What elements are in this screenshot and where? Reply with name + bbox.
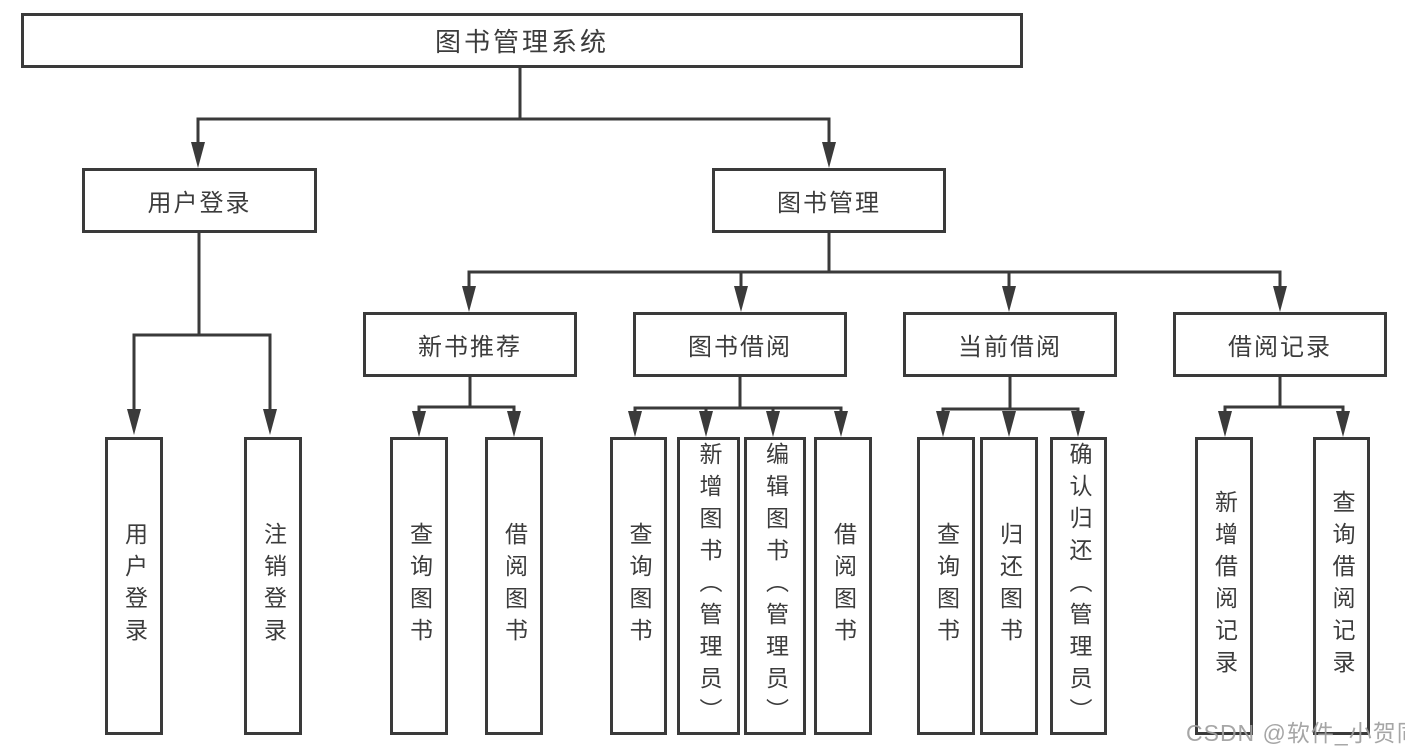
node-label: 归还图书 [996, 522, 1023, 650]
leaf-add-borrow-record: 新增借阅记录 [1195, 437, 1253, 735]
leaf-query-books-current: 查询图书 [917, 437, 975, 735]
leaf-return-books: 归还图书 [980, 437, 1038, 735]
connector-new-books-to-leaves [412, 377, 521, 437]
node-user-login: 用户登录 [82, 168, 317, 233]
arrowhead [1002, 411, 1016, 437]
leaf-logout: 注销登录 [244, 437, 302, 735]
connector-book-mgmt-to-level3 [462, 233, 1287, 312]
node-current-borrow: 当前借阅 [903, 312, 1117, 377]
arrowhead [1071, 411, 1085, 437]
arrowhead [263, 409, 277, 435]
node-label: 查询图书 [406, 522, 433, 650]
node-new-book-recommend: 新书推荐 [363, 312, 577, 377]
leaf-query-books-borrow: 查询图书 [610, 437, 667, 735]
connector-root-to-level2 [191, 68, 836, 168]
arrowhead [1002, 286, 1016, 312]
connector-borrow-records-to-leaves [1218, 377, 1350, 437]
csdn-watermark: CSDN @软件_小贺同学 [1186, 720, 1405, 746]
arrowhead [1218, 411, 1232, 437]
arrowhead [699, 411, 713, 437]
arrowhead [191, 142, 205, 168]
node-label: 查询图书 [933, 522, 960, 650]
node-label: 图书管理 [777, 190, 881, 217]
node-label: 注销登录 [260, 522, 287, 650]
leaf-borrow-books-recommend: 借阅图书 [485, 437, 543, 735]
node-borrow-records: 借阅记录 [1173, 312, 1387, 377]
node-label: 图书管理系统 [434, 27, 609, 57]
node-label: 查询借阅记录 [1329, 490, 1355, 682]
leaf-add-books-admin: 新增图书（管理员） [677, 437, 740, 735]
leaf-edit-books-admin: 编辑图书（管理员） [744, 437, 806, 735]
node-label: 借阅记录 [1228, 334, 1332, 361]
arrowhead [766, 411, 780, 437]
node-label: 新书推荐 [418, 334, 522, 361]
leaf-borrow-books: 借阅图书 [814, 437, 872, 735]
node-label: 新增图书（管理员） [696, 442, 722, 730]
connector-user-login-to-leaves [127, 233, 277, 435]
node-root-library-system: 图书管理系统 [21, 13, 1023, 68]
arrowhead [734, 286, 748, 312]
arrowhead [822, 142, 836, 168]
node-label: 确认归还（管理员） [1066, 442, 1092, 730]
node-label: 借阅图书 [830, 522, 857, 650]
arrowhead [1273, 286, 1287, 312]
leaf-confirm-return-admin: 确认归还（管理员） [1050, 437, 1107, 735]
node-label: 编辑图书（管理员） [762, 442, 789, 730]
node-label: 用户登录 [147, 190, 252, 217]
arrowhead [507, 411, 521, 437]
leaf-query-books-recommend: 查询图书 [390, 437, 448, 735]
node-label: 查询图书 [626, 522, 652, 650]
connector-current-borrow-to-leaves [936, 377, 1085, 437]
arrowhead [936, 411, 950, 437]
connector-book-borrow-to-leaves [628, 377, 848, 437]
arrowhead [1336, 411, 1350, 437]
arrowhead [834, 411, 848, 437]
node-book-borrow: 图书借阅 [633, 312, 847, 377]
node-label: 用户登录 [121, 522, 148, 650]
arrowhead [628, 411, 642, 437]
node-label: 新增借阅记录 [1211, 490, 1238, 682]
node-label: 当前借阅 [958, 334, 1062, 361]
node-book-management: 图书管理 [712, 168, 946, 233]
arrowhead [412, 411, 426, 437]
leaf-query-borrow-record: 查询借阅记录 [1313, 437, 1370, 735]
arrowhead [462, 286, 476, 312]
node-label: 图书借阅 [688, 334, 792, 361]
arrowhead [127, 409, 141, 435]
leaf-user-login: 用户登录 [105, 437, 163, 735]
node-label: 借阅图书 [501, 522, 528, 650]
